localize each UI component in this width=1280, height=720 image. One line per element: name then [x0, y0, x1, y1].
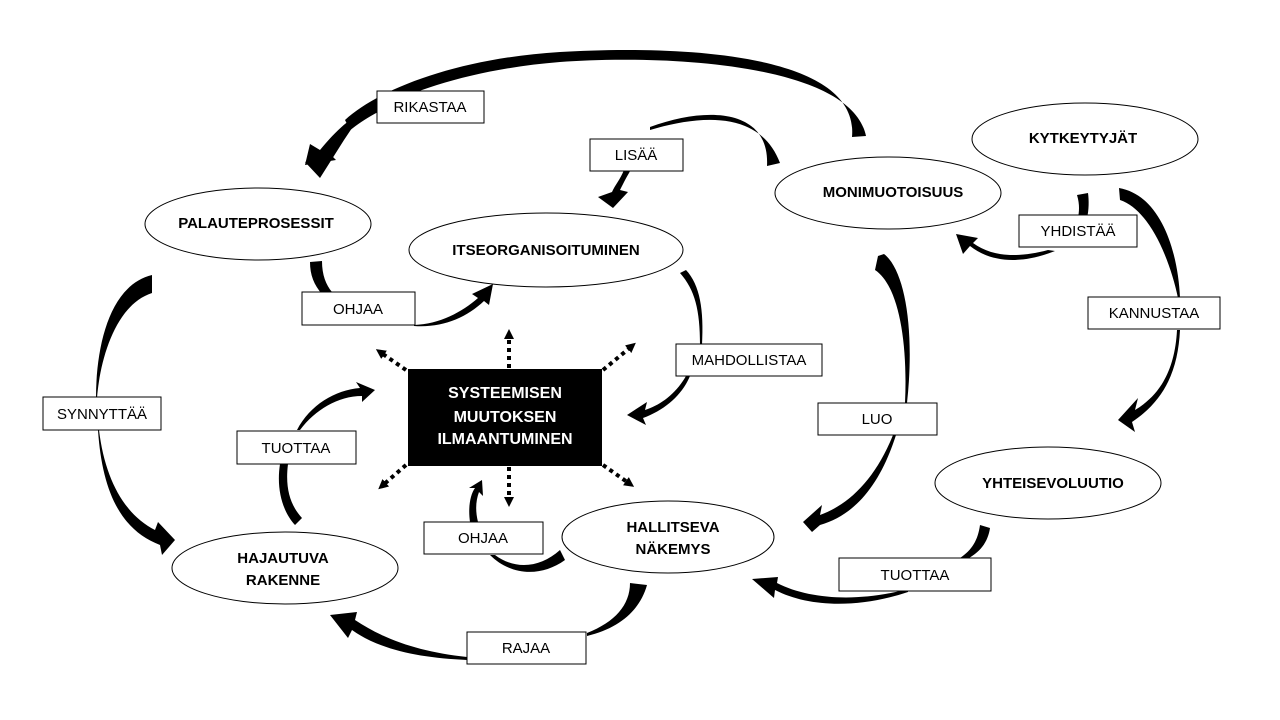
node-palauteprosessit: PALAUTEPROSESSIT	[144, 187, 372, 261]
svg-text:OHJAA: OHJAA	[333, 301, 383, 318]
emanation-up-left	[375, 349, 408, 372]
svg-text:RIKASTAA: RIKASTAA	[393, 99, 466, 116]
arrow-kannustaa	[1118, 188, 1180, 432]
node-hajautuva-rakenne: HAJAUTUVA RAKENNE	[171, 531, 399, 605]
svg-text:KYTKEYTYJÄT: KYTKEYTYJÄT	[1029, 130, 1137, 147]
arrow-rajaa	[330, 583, 647, 660]
label-kannustaa: KANNUSTAA	[1087, 296, 1221, 330]
svg-text:YHTEISEVOLUUTIO: YHTEISEVOLUUTIO	[982, 475, 1124, 492]
svg-text:MAHDOLLISTAA: MAHDOLLISTAA	[692, 352, 807, 369]
arrow-tuottaa-1	[278, 382, 375, 525]
svg-text:LUO: LUO	[862, 411, 893, 428]
center-line-1: SYSTEEMISEN	[448, 385, 562, 402]
svg-text:RAKENNE: RAKENNE	[246, 572, 320, 589]
emanation-down-right	[601, 463, 635, 487]
label-lisaa: LISÄÄ	[589, 138, 684, 172]
svg-text:RAJAA: RAJAA	[502, 640, 550, 657]
label-ohjaa-1: OHJAA	[301, 291, 416, 326]
label-mahdollistaa: MAHDOLLISTAA	[675, 343, 823, 377]
svg-text:TUOTTAA: TUOTTAA	[881, 567, 950, 584]
label-synnyttaa: SYNNYTTÄÄ	[42, 396, 162, 431]
label-rikastaa: RIKASTAA	[376, 90, 485, 124]
label-tuottaa-1: TUOTTAA	[236, 430, 357, 465]
label-luo: LUO	[817, 402, 938, 436]
svg-text:YHDISTÄÄ: YHDISTÄÄ	[1040, 223, 1115, 240]
node-itseorganisoituminen: ITSEORGANISOITUMINEN	[408, 212, 684, 288]
arrow-tuottaa-2	[752, 525, 990, 604]
arrow-synnyttaa	[96, 275, 175, 555]
center-node: SYSTEEMISEN MUUTOKSEN ILMAANTUMINEN	[408, 369, 602, 466]
node-kytkeytyjat: KYTKEYTYJÄT	[971, 102, 1199, 176]
arrow-mahdollistaa	[627, 270, 703, 425]
svg-text:MONIMUOTOISUUS: MONIMUOTOISUUS	[823, 184, 964, 201]
arrow-lisaa	[598, 114, 780, 208]
node-hallitseva-nakemys: HALLITSEVA NÄKEMYS	[561, 500, 775, 574]
svg-text:PALAUTEPROSESSIT: PALAUTEPROSESSIT	[178, 215, 334, 232]
arrow-yhdistaa	[956, 193, 1089, 260]
emanation-up-right	[601, 342, 636, 372]
emanation-down-left	[378, 463, 408, 490]
label-tuottaa-2: TUOTTAA	[838, 557, 992, 592]
arrow-ohjaa-1	[310, 261, 493, 327]
center-line-2: MUUTOKSEN	[454, 409, 557, 426]
label-ohjaa-2: OHJAA	[423, 521, 544, 555]
center-line-3: ILMAANTUMINEN	[437, 431, 572, 448]
node-monimuotoisuus: MONIMUOTOISUUS	[774, 156, 1002, 230]
svg-text:OHJAA: OHJAA	[458, 530, 508, 547]
label-yhdistaa: YHDISTÄÄ	[1018, 214, 1138, 248]
svg-text:HAJAUTUVA: HAJAUTUVA	[237, 550, 329, 567]
emanation-arrows	[375, 329, 636, 507]
arrow-ohjaa-2	[469, 480, 565, 572]
arrow-luo	[803, 254, 910, 532]
svg-text:ITSEORGANISOITUMINEN: ITSEORGANISOITUMINEN	[452, 242, 640, 259]
svg-text:LISÄÄ: LISÄÄ	[615, 147, 658, 164]
arrows	[96, 49, 1180, 660]
svg-text:NÄKEMYS: NÄKEMYS	[635, 541, 710, 558]
svg-text:TUOTTAA: TUOTTAA	[262, 440, 331, 457]
label-rajaa: RAJAA	[466, 631, 587, 665]
arrow-rikastaa	[305, 49, 866, 178]
node-yhteisevoluutio: YHTEISEVOLUUTIO	[934, 446, 1162, 520]
svg-text:SYNNYTTÄÄ: SYNNYTTÄÄ	[57, 406, 147, 423]
svg-text:KANNUSTAA: KANNUSTAA	[1109, 305, 1200, 322]
svg-text:HALLITSEVA: HALLITSEVA	[626, 519, 719, 536]
